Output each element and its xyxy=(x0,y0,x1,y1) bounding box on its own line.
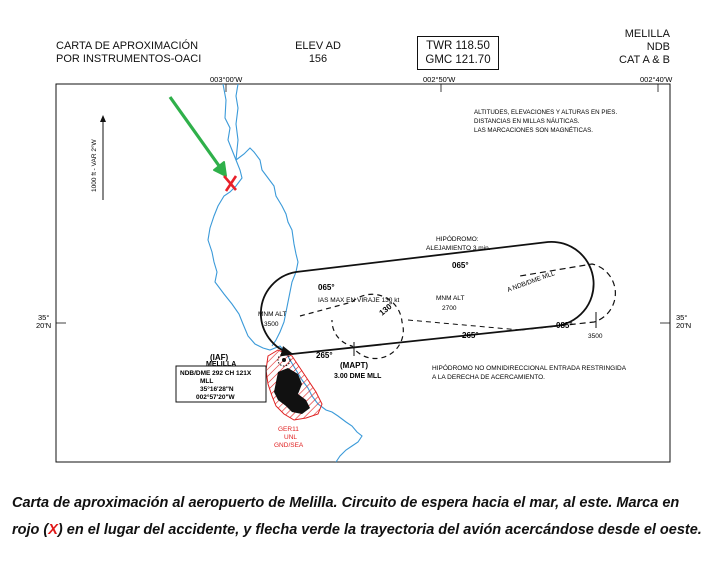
iaf-title: (IAF) xyxy=(210,353,229,362)
approach-plan-view: 003°00'W 002°50'W 002°40'W 35° 20'N 35° … xyxy=(36,75,691,463)
chart-title: CARTA DE APROXIMACIÓN POR INSTRUMENTOS-O… xyxy=(56,40,201,66)
iaf-longitude: 002°57'20"W xyxy=(196,393,236,401)
non-omni-note-1: HIPÓDROMO NO OMNIDIRECCIONAL ENTRADA RES… xyxy=(432,363,627,372)
frequency-box: TWR 118.50 GMC 121.70 xyxy=(417,36,499,70)
non-omni-note-2: A LA DERECHA DE ACERCAMIENTO. xyxy=(432,374,545,381)
procedure-labels: 065° 065° 265° 265° 085° 130° IAS MAX EN… xyxy=(258,109,627,381)
top-graticule-ticks xyxy=(225,84,659,92)
caption-part2: ) en el lugar del accidente, y flecha ve… xyxy=(57,521,702,538)
hdg-065-left: 065° xyxy=(318,283,335,292)
zone-upper-limit: UNL xyxy=(284,434,297,441)
caption-x-mark: X xyxy=(48,521,58,538)
ias-note: IAS MAX EN VIRAJE 130 kt xyxy=(318,297,399,304)
holding-pattern-solid xyxy=(260,240,595,357)
iaf-ident: MLL xyxy=(200,378,213,385)
zone-labels: GER11 UNL GND/SEA xyxy=(274,426,304,449)
hdg-085: 085° xyxy=(556,321,573,330)
ground-frequency: GMC 121.70 xyxy=(425,54,491,66)
latitude-label-right-min: 20'N xyxy=(676,321,691,330)
longitude-label-left: 003°00'W xyxy=(210,75,243,84)
coastline-east xyxy=(235,147,299,347)
iaf-name: MELILLA xyxy=(206,361,236,368)
latitude-label-left-min: 20'N xyxy=(36,321,51,330)
caption-part1: Carta de aproximación al aeropuerto de M… xyxy=(12,495,680,538)
airport-name: MELILLA xyxy=(624,28,670,40)
variation-scale-label: 1000 ft - VAR 2°W xyxy=(90,138,98,192)
mnm-alt-left-label: MNM ALT xyxy=(258,311,286,318)
units-note-3: LAS MARCACIONES SON MAGNÉTICAS. xyxy=(474,127,593,134)
approach-type: NDB xyxy=(646,41,670,53)
longitude-label-right: 002°50'W xyxy=(423,75,456,84)
chart-frame xyxy=(55,83,671,463)
holding-label-2: ALEJAMIENTO 3 min. xyxy=(426,245,491,252)
aerodrome-symbol xyxy=(274,368,310,414)
latitude-label-right-deg: 35° xyxy=(676,313,687,322)
chart-title-line1: CARTA DE APROXIMACIÓN xyxy=(56,40,199,52)
aerodrome-elevation: ELEV AD 156 xyxy=(286,40,350,66)
iaf-box xyxy=(175,365,267,403)
mapt-label: (MAPT) xyxy=(340,361,368,370)
procedure-turn-dashed xyxy=(299,293,404,360)
procedure-identification: MELILLA NDB CAT A & B xyxy=(619,28,670,67)
coastline xyxy=(207,83,363,463)
elevation-value: 156 xyxy=(308,53,328,65)
mnm-alt-center-value: 2700 xyxy=(442,305,457,312)
holding-label-1: HIPÓDROMO: xyxy=(436,234,479,243)
elevation-label: ELEV AD xyxy=(295,40,341,52)
holding-pattern-dashed xyxy=(519,263,616,331)
units-note-2: DISTANCIAS EN MILLAS NÁUTICAS. xyxy=(474,118,580,125)
zone-name: GER11 xyxy=(278,426,299,433)
iaf-labels: (IAF) MELILLA NDB/DME 292 CH 121X MLL 35… xyxy=(180,353,252,401)
iaf-frequency: NDB/DME 292 CH 121X xyxy=(180,370,252,377)
tower-frequency: TWR 118.50 xyxy=(426,40,490,52)
chart-title-line2: POR INSTRUMENTOS-OACI xyxy=(56,53,202,65)
hdg-065-top: 065° xyxy=(452,261,469,270)
longitude-label-far-right: 002°40'W xyxy=(640,75,673,84)
figure-caption: Carta de aproximación al aeropuerto de M… xyxy=(12,490,702,543)
accident-mark xyxy=(223,175,238,192)
hdg-265-low: 265° xyxy=(316,351,333,360)
altitude-3500: 3500 xyxy=(588,333,603,340)
mnm-alt-center-label: MNM ALT xyxy=(436,295,464,302)
hdg-265: 265° xyxy=(462,331,479,340)
mnm-alt-left-value: 3500 xyxy=(264,321,279,328)
zone-lower-limit: GND/SEA xyxy=(274,442,304,449)
iaf-latitude: 35°16'28"N xyxy=(200,385,234,393)
mapt-dme: 3.00 DME MLL xyxy=(334,373,382,380)
trajectory-arrow xyxy=(168,96,227,177)
units-note-1: ALTITUDES, ELEVACIONES Y ALTURAS EN PIES… xyxy=(474,109,617,116)
aircraft-category: CAT A & B xyxy=(619,54,670,66)
latitude-label-left-deg: 35° xyxy=(38,313,49,322)
